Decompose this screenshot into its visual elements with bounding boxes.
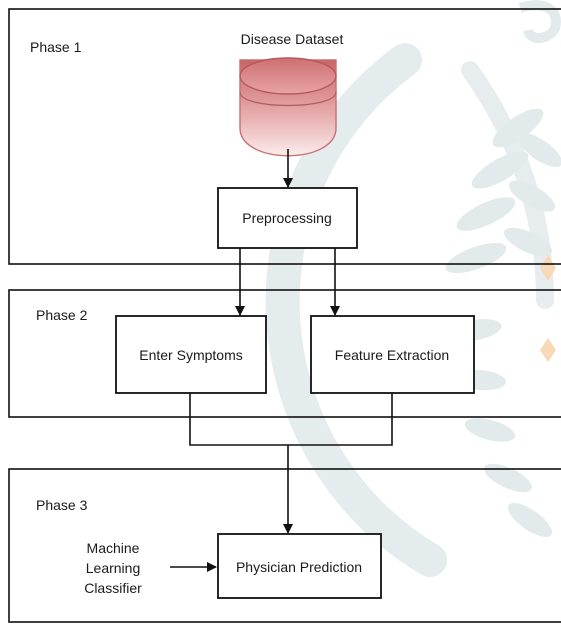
phase-3-label: Phase 3: [36, 497, 88, 513]
enter-symptoms-label: Enter Symptoms: [139, 347, 242, 363]
phase-1-box: [8, 8, 561, 265]
node-preprocessing: Preprocessing: [217, 187, 358, 249]
edge-merge-to-physician-prediction: [189, 393, 393, 446]
phase-3-box: [8, 468, 561, 623]
node-physician-prediction: Physician Prediction: [217, 533, 382, 599]
classifier-line-3: Classifier: [84, 580, 142, 596]
classifier-line-1: Machine: [87, 540, 140, 556]
phase-2-label: Phase 2: [36, 307, 88, 323]
phase-1-label: Phase 1: [30, 39, 82, 55]
feature-extraction-label: Feature Extraction: [335, 347, 449, 363]
phase-2-box: [8, 289, 561, 418]
node-feature-extraction: Feature Extraction: [310, 315, 475, 394]
database-icon: [239, 57, 337, 157]
watermark-letter: [518, 0, 561, 43]
classifier-line-2: Learning: [86, 560, 141, 576]
physician-prediction-label: Physician Prediction: [236, 559, 362, 575]
node-enter-symptoms: Enter Symptoms: [115, 315, 267, 394]
watermark-accents: [540, 255, 556, 362]
preprocessing-label: Preprocessing: [242, 210, 332, 226]
dataset-label: Disease Dataset: [241, 31, 344, 47]
classifier-label: Machine Learning Classifier: [84, 540, 142, 596]
